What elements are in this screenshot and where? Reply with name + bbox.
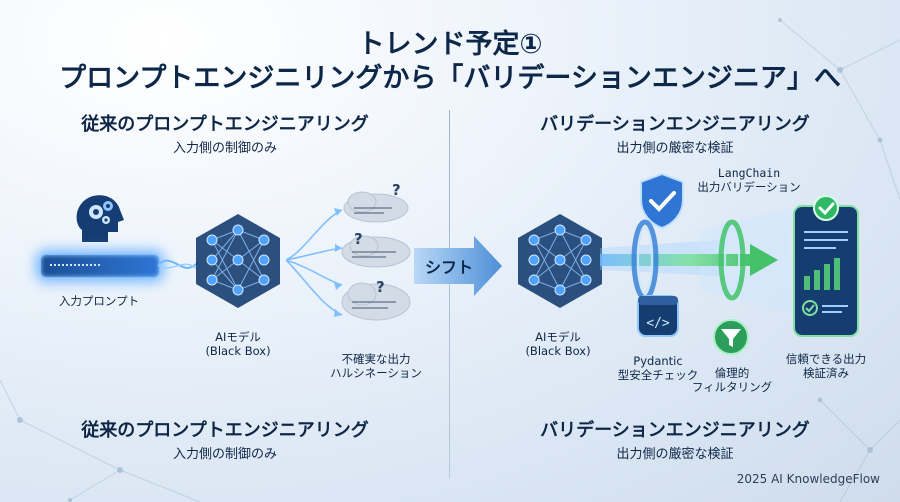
left-heading: 従来のプロンプトエンジニアリング (81, 114, 369, 135)
prompt-placeholder-line (50, 264, 100, 268)
verified-output-label: 信頼できる出力 検証済み (770, 352, 882, 380)
verified-output-label-line1: 信頼できる出力 (785, 352, 867, 366)
head-gears-icon (76, 195, 124, 242)
filter-funnel-icon (713, 319, 749, 355)
right-bottom-heading: バリデーションエンジニアリング (540, 420, 810, 441)
right-model-label-line2: (Black Box) (525, 344, 591, 358)
left-neural-network-icon (196, 214, 280, 308)
svg-text:?: ? (354, 230, 363, 248)
input-stream (158, 259, 198, 271)
left-bottom-subheading: 入力側の制御のみ (172, 447, 277, 462)
right-model-label: AIモデル (Black Box) (508, 330, 608, 358)
ethics-filter-label-line1: 倫理的 (714, 366, 750, 380)
right-subheading: 出力側の厳密な検証 (616, 141, 734, 156)
validation-pipeline (600, 208, 790, 312)
shield-check-icon (640, 172, 684, 230)
langchain-label-line1: LangChain (717, 166, 781, 180)
uncertain-output-label-line1: 不確実な出力 (341, 352, 411, 366)
slide-title-line2: プロンプトエンジニリングから「バリデーションエンジニア」へ (59, 63, 841, 94)
right-heading: バリデーションエンジニアリング (540, 114, 810, 135)
pydantic-label: Pydantic 型安全チェック (604, 354, 712, 382)
langchain-label: LangChain 出力バリデーション (690, 166, 808, 194)
right-model-label-line1: AIモデル (535, 330, 581, 344)
left-model-label-line2: (Black Box) (205, 344, 271, 358)
pydantic-label-line2: 型安全チェック (617, 368, 699, 382)
ethics-filter-label: 倫理的 フィルタリング (690, 366, 774, 394)
uncertain-output-clouds: ??? (341, 181, 411, 321)
svg-text:?: ? (392, 181, 401, 199)
input-prompt-bar (40, 254, 160, 278)
verified-document-icon (793, 195, 859, 337)
left-model-label-line1: AIモデル (215, 330, 261, 344)
left-model-label: AIモデル (Black Box) (188, 330, 288, 358)
verified-output-label-line2: 検証済み (803, 366, 849, 380)
pydantic-label-line1: Pydantic (633, 354, 683, 368)
left-subheading: 入力側の制御のみ (172, 141, 277, 156)
code-window-icon: </> (637, 295, 679, 337)
center-divider (449, 110, 450, 478)
uncertain-output-label: 不確実な出力 ハルシネーション (320, 352, 432, 380)
left-bottom-heading: 従来のプロンプトエンジニアリング (81, 420, 369, 441)
shift-label: シフト (425, 258, 474, 277)
right-bottom-subheading: 出力側の厳密な検証 (616, 447, 734, 462)
ethics-filter-label-line2: フィルタリング (691, 380, 773, 394)
footer-credit: 2025 AI KnowledgeFlow (736, 472, 880, 486)
scatter-arrows (286, 208, 343, 317)
shift-arrow-icon (414, 236, 502, 296)
slide-title-line1: トレンド予定① (357, 29, 543, 60)
svg-text:</>: </> (646, 316, 670, 331)
svg-text:?: ? (376, 278, 385, 296)
right-neural-network-icon (518, 214, 602, 308)
uncertain-output-label-line2: ハルシネーション (330, 366, 422, 380)
input-prompt-label: 入力プロンプト (58, 294, 140, 308)
langchain-label-line2: 出力バリデーション (697, 180, 801, 194)
